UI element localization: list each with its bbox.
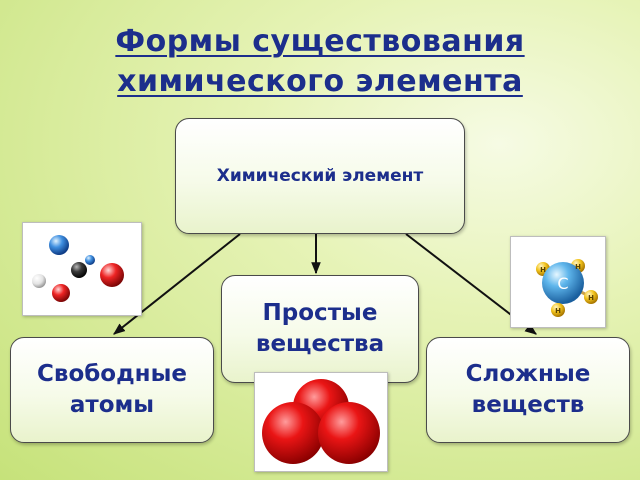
- methane-molecule-icon: C H H H H: [536, 259, 598, 317]
- hydrogen-atom-label: H: [555, 307, 561, 315]
- free-atoms-label-line-2: атомы: [69, 392, 155, 418]
- arrow-to-free-atoms: [113, 233, 241, 335]
- complex-substances-label-line-2: веществ: [471, 392, 585, 418]
- slide-title-line-1: Формы существования: [115, 24, 525, 59]
- complex-substance-illustration: C H H H H: [510, 236, 606, 328]
- carbon-atom-label: C: [557, 274, 568, 293]
- simple-substances-label-line-2: вещества: [255, 331, 385, 357]
- atoms-icon: [32, 235, 124, 302]
- slide-title-line-2: химического элемента: [117, 64, 523, 99]
- hydrogen-atom-label: H: [575, 263, 581, 271]
- hydrogen-atom-label: H: [540, 266, 546, 274]
- complex-substances-label-line-1: Сложные: [465, 361, 591, 387]
- ozone-molecule-icon: [262, 379, 380, 464]
- slide-title: Формы существования химического элемента: [0, 22, 640, 102]
- simple-substance-illustration: [254, 372, 388, 472]
- free-atoms-label-line-1: Свободные: [37, 361, 187, 387]
- free-atoms-illustration: [22, 222, 142, 316]
- complex-substances-node: Сложные веществ: [426, 337, 630, 443]
- hydrogen-atom-label: H: [588, 294, 594, 302]
- free-atoms-node: Свободные атомы: [10, 337, 214, 443]
- simple-substances-label-line-1: Простые: [262, 300, 378, 326]
- simple-substances-node: Простые вещества: [221, 275, 419, 383]
- chemical-element-label: Химический элемент: [216, 166, 424, 186]
- chemical-element-node: Химический элемент: [175, 118, 465, 234]
